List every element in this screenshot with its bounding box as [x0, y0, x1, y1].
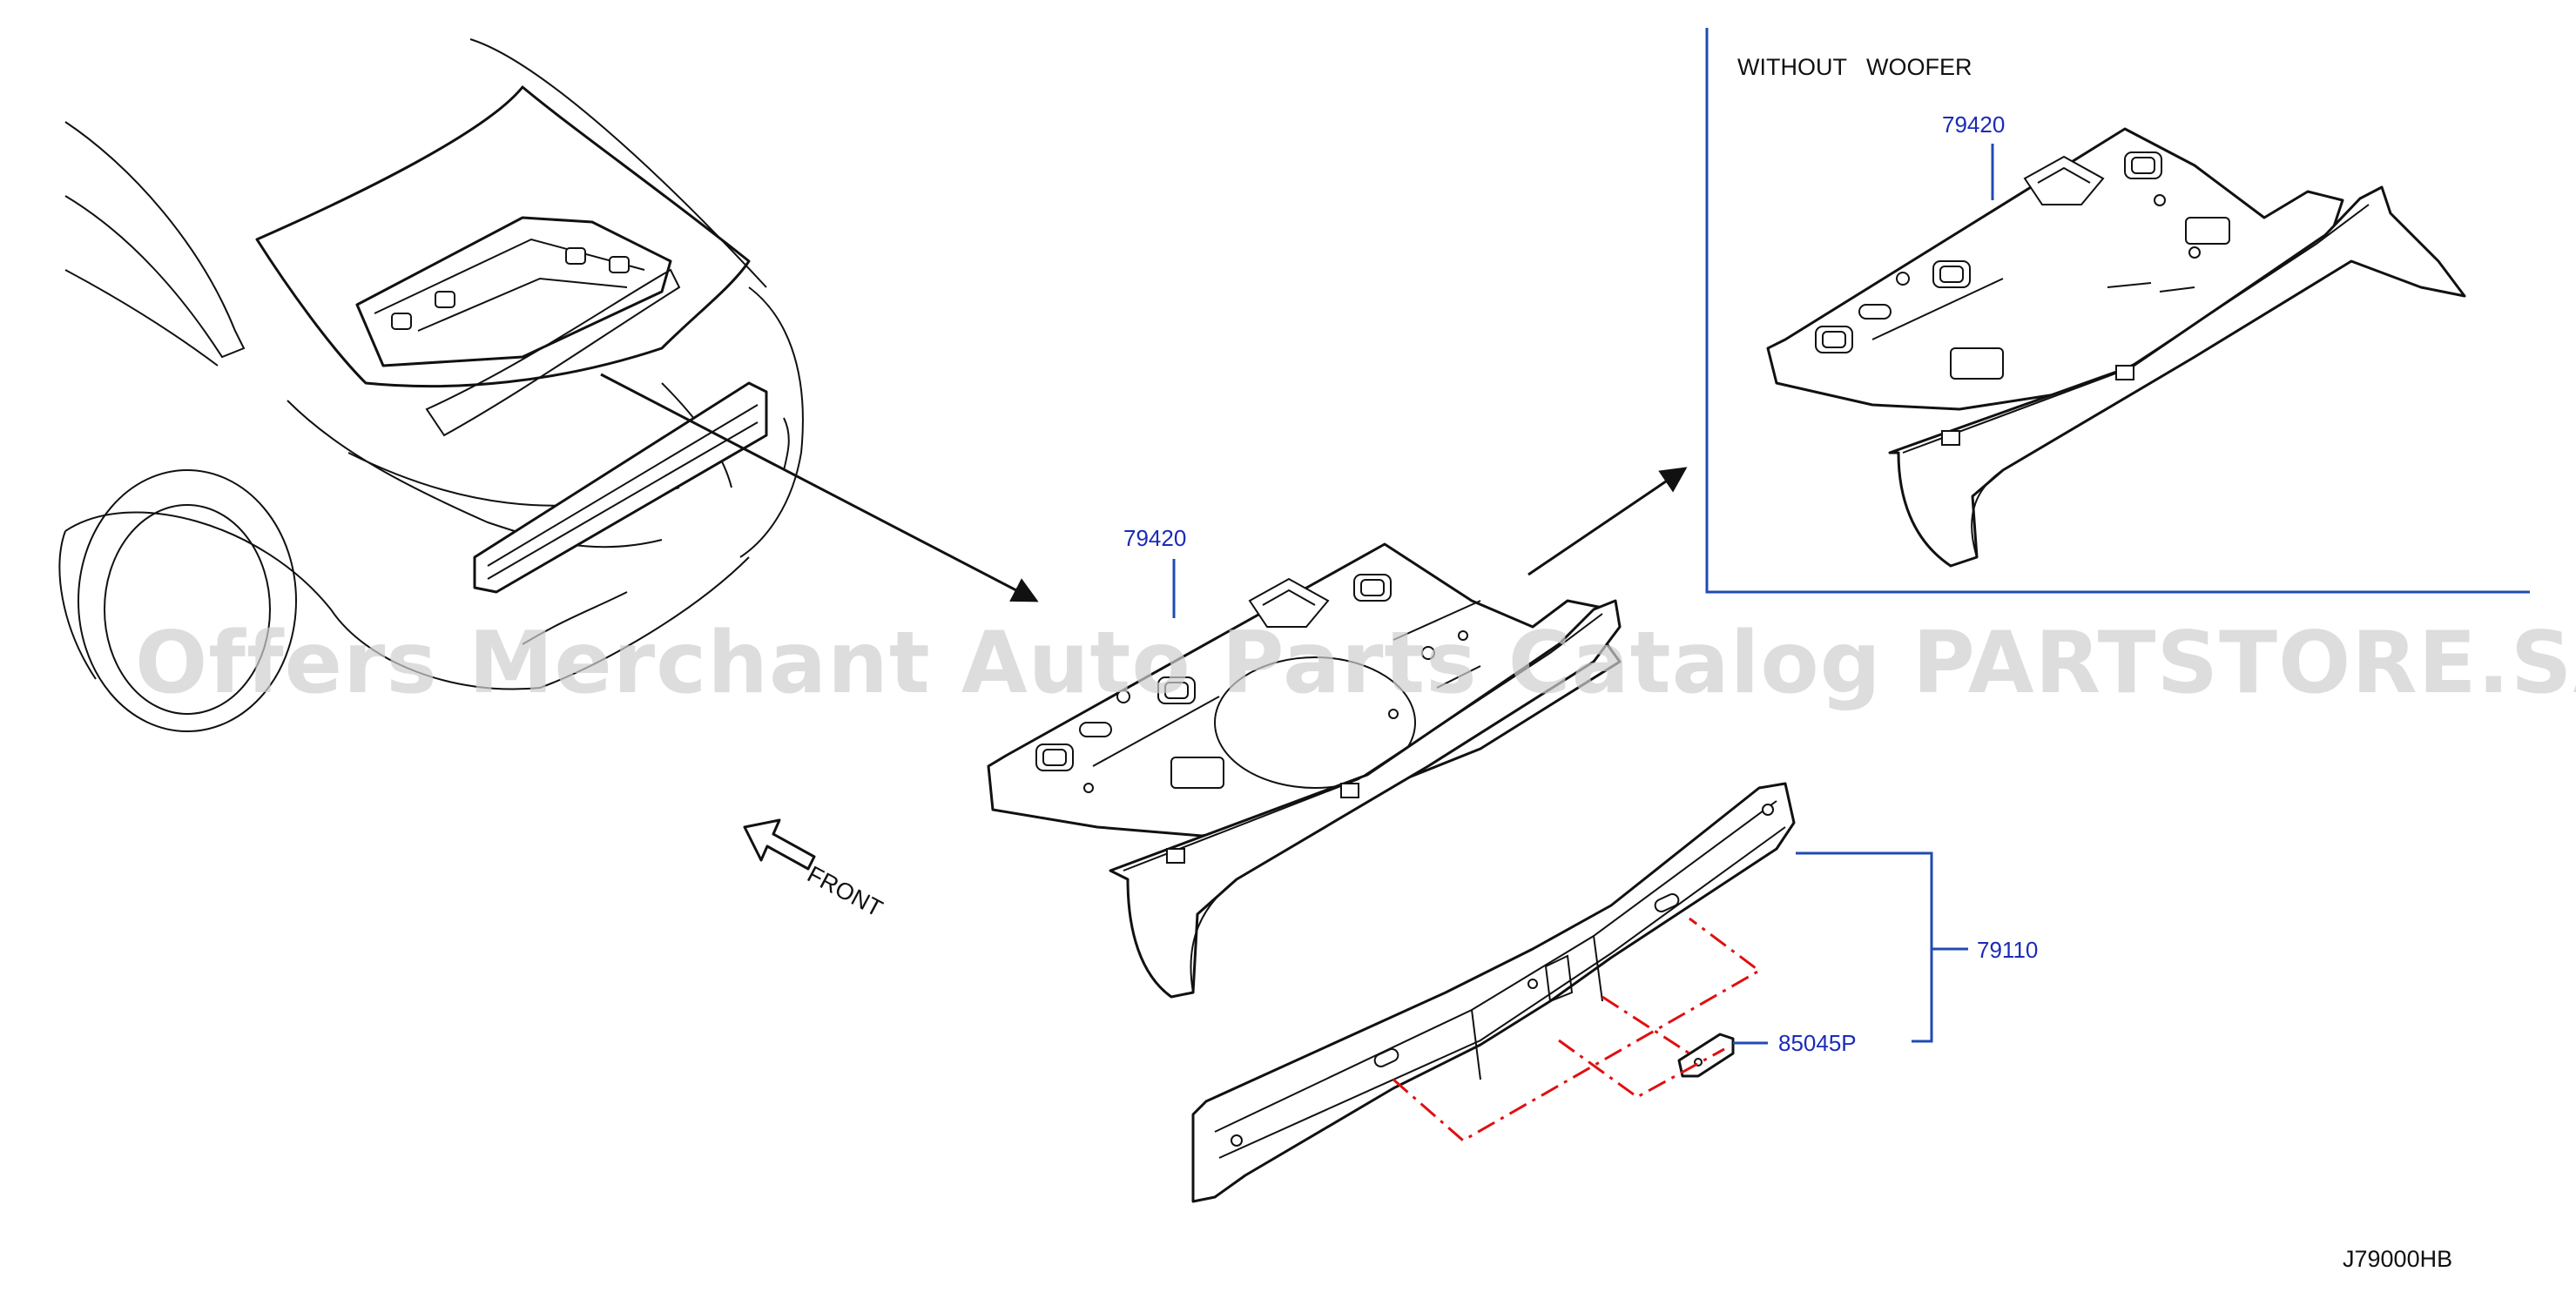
part-number-79110: 79110 — [1977, 937, 2038, 963]
front-arrow-icon — [743, 818, 816, 871]
leader-lines — [1172, 144, 1994, 1045]
inset-title: WITHOUT WOOFER — [1737, 54, 1972, 80]
part-number-85045P: 85045P — [1778, 1030, 1857, 1056]
inset-frame — [1705, 28, 2530, 594]
part-number-79420-main: 79420 — [1123, 525, 1186, 551]
watermark-text: Offers Merchant Auto Parts Catalog PARTS… — [135, 614, 2576, 713]
diagram-code: J79000HB — [2343, 1246, 2452, 1272]
direction-arrow-icon — [600, 373, 1688, 602]
car-body-illustration — [58, 38, 804, 732]
front-label: FRONT — [803, 861, 887, 922]
rear-floor-panel-79420 — [987, 542, 1622, 999]
part-number-79420-inset: 79420 — [1942, 111, 2005, 138]
assembly-lines — [1393, 917, 1762, 1142]
inset-floor-panel-79420 — [1766, 127, 2466, 568]
rear-member-79110 — [1191, 782, 1796, 1203]
